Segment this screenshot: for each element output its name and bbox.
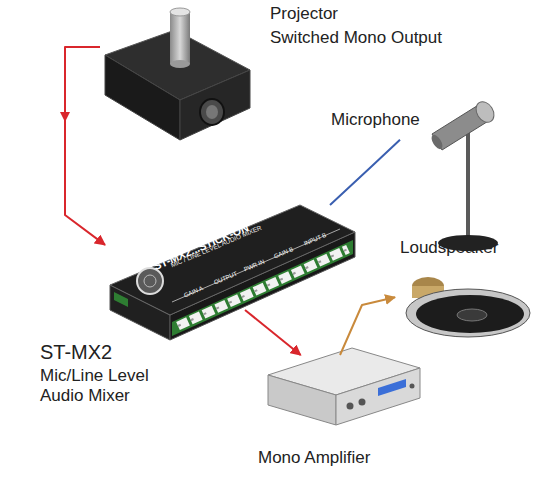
amp-knob [359, 399, 366, 406]
amp-display [378, 379, 406, 396]
device-label: Projector [270, 4, 338, 24]
device-label: ST-MX2 [40, 340, 112, 364]
speaker-cone [416, 295, 524, 333]
projector-pole-top [170, 8, 190, 16]
speaker-dome [457, 309, 487, 321]
signal-wire [245, 310, 301, 355]
projector-lens-glass [206, 105, 218, 119]
terminal-screws [178, 249, 348, 326]
mic-grille [472, 98, 497, 125]
projector-pole [170, 12, 190, 64]
flow-arrow [60, 112, 70, 122]
signal-wire [65, 47, 105, 245]
device-node: Mono Amplifier [265, 355, 420, 435]
trim-grille [137, 268, 163, 294]
amp-side [268, 375, 336, 425]
projector-side [105, 55, 180, 140]
mic-tail [429, 133, 444, 151]
projector-pole-base [170, 60, 190, 68]
amp-button [410, 384, 415, 389]
device-node: Microphone [400, 95, 510, 255]
terminal-strip [178, 249, 348, 326]
speaker-basket [406, 289, 530, 337]
power-terminal [114, 292, 128, 307]
amp-knob [347, 403, 354, 410]
device-label: Mono Amplifier [258, 448, 370, 468]
signal-wire [330, 140, 400, 205]
signal-wire [340, 297, 395, 355]
device-node: ProjectorSwitched Mono Output [100, 15, 250, 140]
mic-stand [466, 128, 470, 240]
device-node: Loudspeaker [395, 265, 530, 340]
trim-ring [144, 275, 156, 287]
device-label: Microphone [331, 110, 420, 130]
device-sublabel: Switched Mono Output [270, 28, 442, 48]
device-sublabel: Mic/Line Level Audio Mixer [40, 366, 170, 407]
projector-front [180, 70, 250, 140]
device-node: ST-MX2Mic/Line Level Audio Mixer [105, 205, 355, 310]
panel-rule [172, 229, 340, 302]
amp-front [336, 368, 420, 425]
device-label: Loudspeaker [400, 238, 498, 258]
projector-lens [200, 99, 224, 125]
